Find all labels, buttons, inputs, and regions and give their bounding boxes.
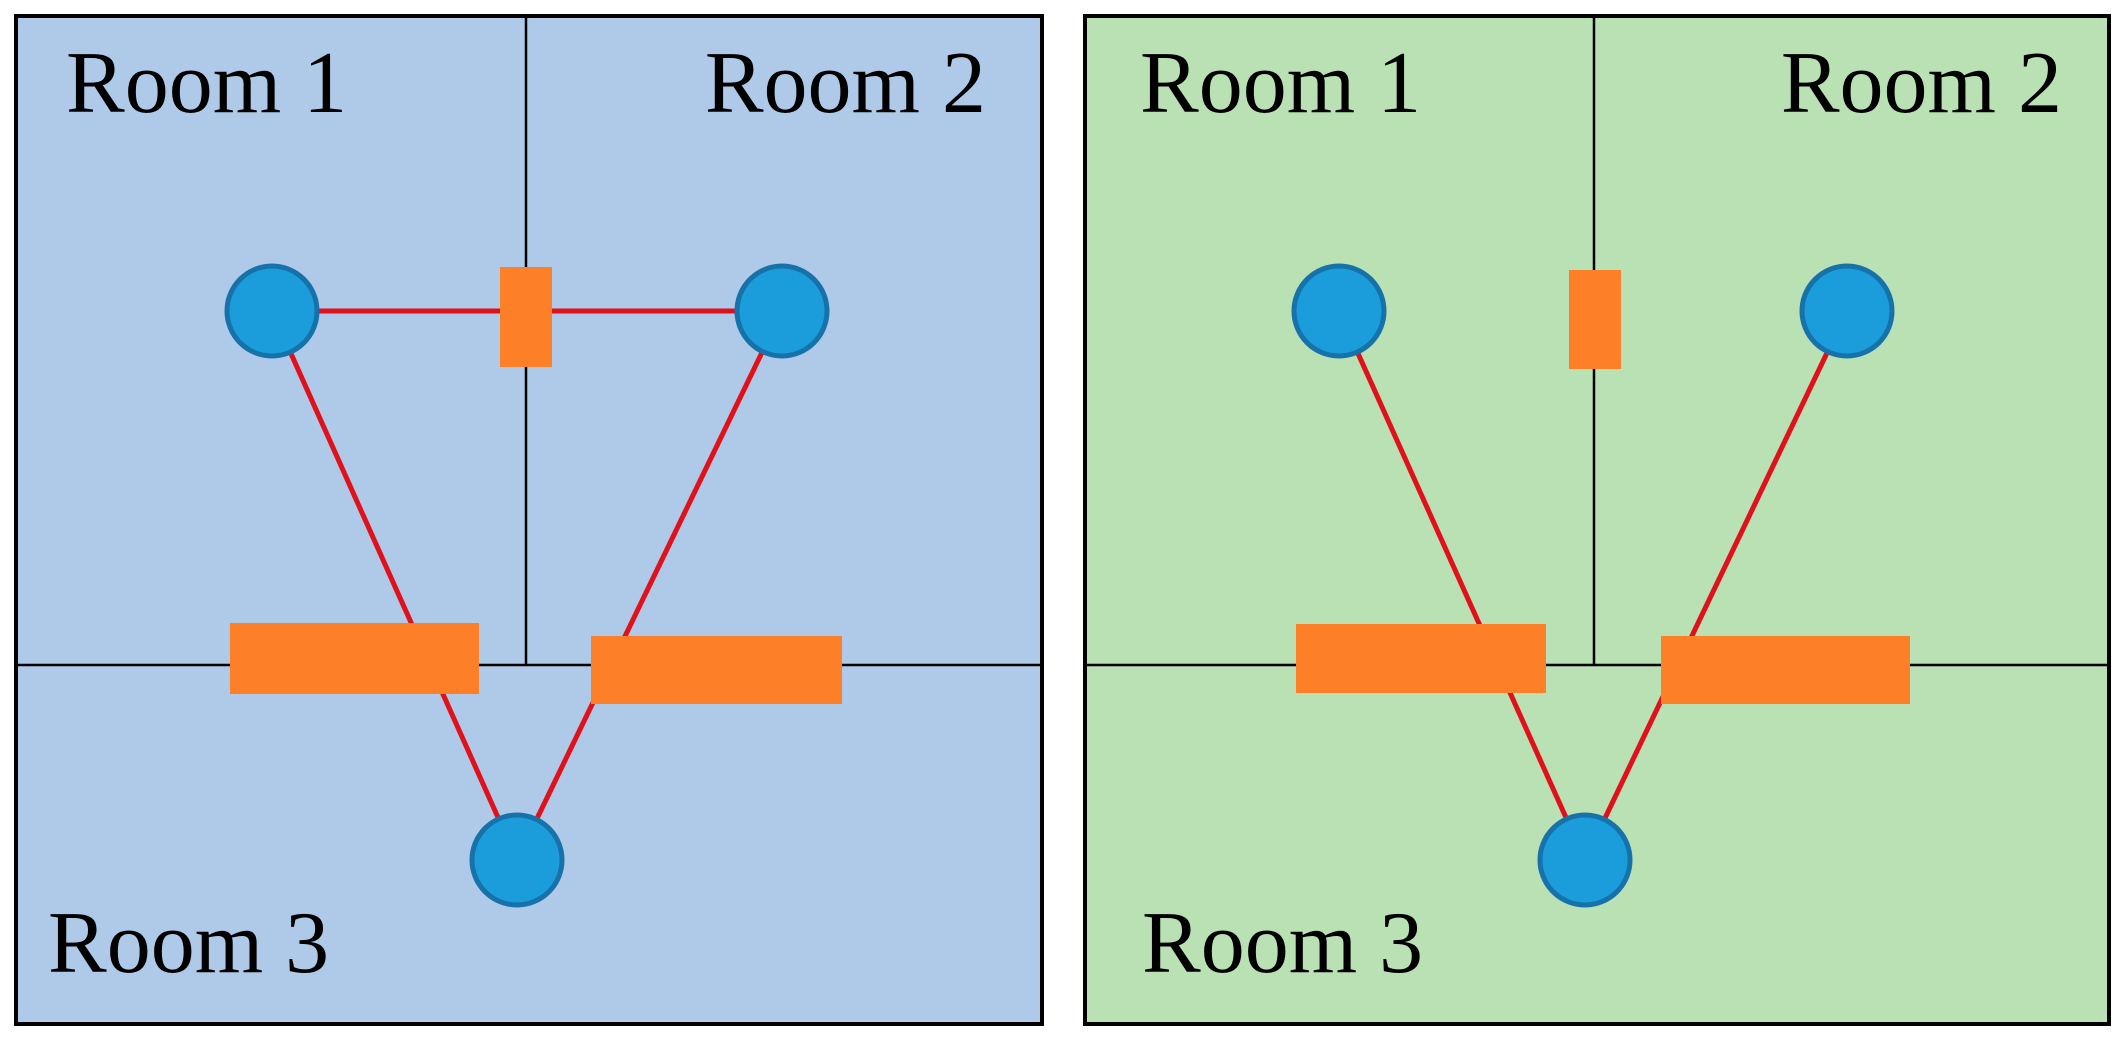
left-door-room2-room3 [591, 636, 842, 704]
left-node-room2 [734, 263, 830, 359]
left-room3-label: Room 3 [48, 895, 329, 992]
left-room1-label: Room 1 [66, 35, 347, 132]
right-edge-room2-room3 [1582, 309, 1850, 862]
left-door-room1-room3 [230, 623, 479, 694]
right-node-room1 [1291, 263, 1387, 359]
left-edge-room1-room3 [269, 309, 520, 862]
right-node-room2 [1799, 263, 1895, 359]
right-edge-room1-room3 [1336, 309, 1588, 862]
right-room1-label: Room 1 [1140, 35, 1421, 132]
right-door-room1-room3 [1296, 624, 1546, 693]
right-panel: Room 1 Room 2 Room 3 [1083, 14, 2111, 1026]
left-edge-room2-room3 [514, 309, 785, 862]
left-node-room1 [224, 263, 320, 359]
right-room2-label: Room 2 [1781, 35, 2062, 132]
right-room3-label: Room 3 [1142, 895, 1423, 992]
right-door-room2-room3 [1661, 636, 1910, 704]
right-node-room3 [1537, 812, 1633, 908]
left-door-room1-room2 [500, 267, 552, 367]
right-door-room1-room2 [1569, 270, 1621, 369]
left-node-room3 [469, 812, 565, 908]
left-panel: Room 1 Room 2 Room 3 [14, 14, 1044, 1026]
left-room2-label: Room 2 [705, 35, 986, 132]
